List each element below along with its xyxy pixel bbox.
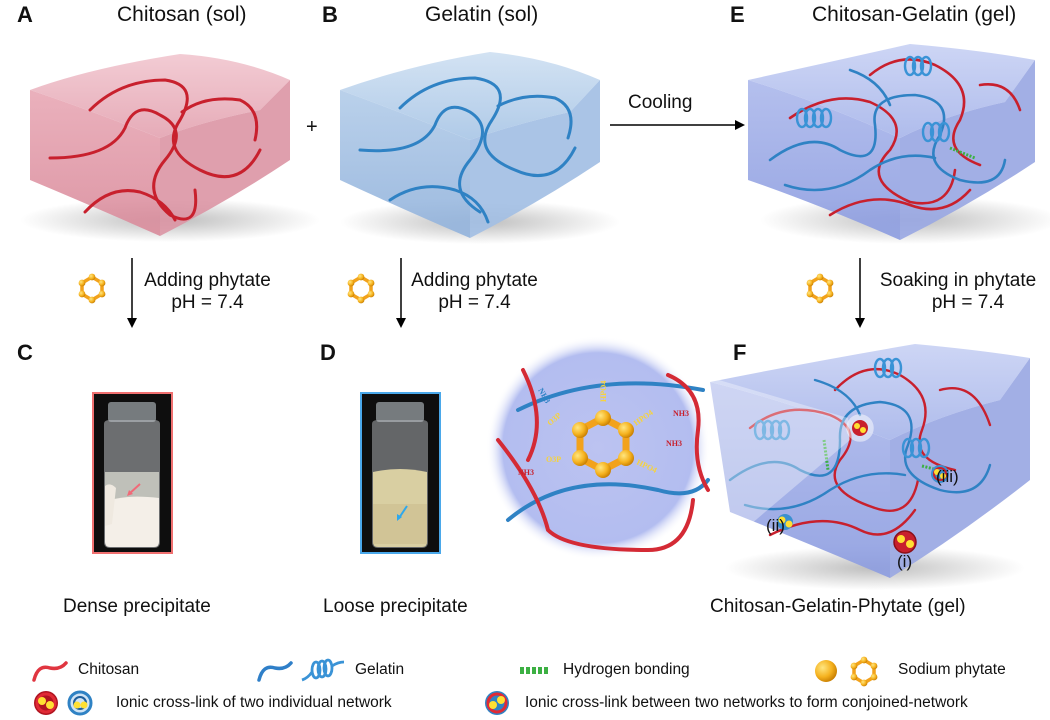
sodium-phytate-legend-icon xyxy=(815,654,880,689)
step-3-text: Soaking in phytate pH = 7.4 xyxy=(868,270,1048,314)
cooling-arrow xyxy=(610,120,745,130)
chitosan-knot-icon xyxy=(34,691,58,715)
site-label-i: (i) xyxy=(897,552,913,571)
amine-label: NH3 xyxy=(666,439,682,448)
panel-label-c: C xyxy=(17,340,33,365)
gelatin-helix-legend-icon xyxy=(301,658,345,682)
gelatin-chains xyxy=(768,68,1007,192)
panel-title-a: Chitosan (sol) xyxy=(117,3,247,26)
crosslink-i xyxy=(893,530,917,554)
step-2-text: Adding phytate pH = 7.4 xyxy=(407,270,542,314)
crosslink-ii xyxy=(777,514,793,530)
chitosan-strand xyxy=(666,373,710,492)
gelatin-strand xyxy=(516,381,705,412)
chitosan-sol-block xyxy=(20,54,320,242)
chitosan-chains xyxy=(48,78,262,222)
gelatin-chains xyxy=(358,76,577,224)
amine-label: NH3 xyxy=(673,409,689,418)
legend-ionic-individual: Ionic cross-link of two individual netwo… xyxy=(116,694,392,711)
step-2-action: Adding phytate xyxy=(411,270,538,291)
cooling-label: Cooling xyxy=(628,92,693,113)
step-2-condition: pH = 7.4 xyxy=(438,292,511,313)
ester-label: O3P xyxy=(546,455,561,464)
panel-label-e: E xyxy=(730,2,745,27)
sodium-ball-icon xyxy=(815,660,837,682)
legend-phytate: Sodium phytate xyxy=(898,661,1006,678)
chitosan-gelatin-phytate-gel-block xyxy=(685,344,1030,590)
phytate-ring-icon xyxy=(848,654,880,689)
chitosan-chains xyxy=(748,367,992,537)
phytate-molecule xyxy=(572,410,634,478)
step-1-text: Adding phytate pH = 7.4 xyxy=(140,270,275,314)
gelatin-helices xyxy=(753,357,931,459)
chitosan-strand xyxy=(496,438,695,553)
legend-gelatin: Gelatin xyxy=(355,661,405,678)
step-3-action: Soaking in phytate xyxy=(879,270,1037,291)
panel-title-b: Gelatin (sol) xyxy=(425,3,539,26)
site-label-ii: (ii) xyxy=(766,516,785,535)
panel-label-a: A xyxy=(17,2,33,27)
hydrogen-bond xyxy=(949,146,976,160)
gelatin-chains xyxy=(728,378,992,511)
gelatin-knot-icon xyxy=(67,690,93,716)
phytate-ring-icon xyxy=(804,271,836,306)
molecular-zoom-circle: HPO4 HPO4 HPO4 O3P O3P NH3 NH3 NH3 NH3 xyxy=(486,336,710,560)
phosphate-label: HPO4 xyxy=(599,381,608,402)
caption-f: Chitosan-Gelatin-Phytate (gel) xyxy=(710,596,966,617)
caption-c: Dense precipitate xyxy=(63,596,211,617)
crosslink-zoom-target xyxy=(846,414,874,442)
down-arrow-e-to-f xyxy=(855,258,865,328)
crosslink-iii xyxy=(931,465,949,483)
phytate-ring-icon xyxy=(76,271,108,306)
chitosan-legend-icon xyxy=(32,661,68,682)
vial-photo-loose xyxy=(360,392,441,554)
down-arrow-b-to-d xyxy=(396,258,406,328)
panel-label-b: B xyxy=(322,2,338,27)
gelatin-helices xyxy=(795,55,951,143)
panel-label-f: F xyxy=(733,340,747,365)
vial-photo-dense xyxy=(92,392,173,554)
gelatin-strand-legend-icon xyxy=(257,661,293,682)
ionic-individual-legend-icon xyxy=(34,690,93,716)
legend-hbond: Hydrogen bonding xyxy=(563,661,690,678)
chitosan-strand xyxy=(521,368,539,462)
precipitate-arrow xyxy=(398,505,408,519)
chitosan-chains xyxy=(788,58,1022,217)
magnifier-cone xyxy=(685,370,850,580)
ionic-conjoined-legend-icon xyxy=(485,691,509,715)
step-3-condition: pH = 7.4 xyxy=(931,292,1005,313)
amine-label: NH3 xyxy=(518,468,534,477)
panel-title-e: Chitosan-Gelatin (gel) xyxy=(812,3,1017,26)
plus-sign: + xyxy=(306,116,318,138)
site-label-iii: (iii) xyxy=(936,467,959,486)
panel-label-d: D xyxy=(320,340,336,365)
step-1-action: Adding phytate xyxy=(144,270,271,291)
down-arrow-a-to-c xyxy=(127,258,137,328)
step-1-condition: pH = 7.4 xyxy=(171,292,244,313)
caption-d: Loose precipitate xyxy=(323,596,468,617)
phytate-ring-icon xyxy=(345,271,377,306)
hydrogen-bond-legend-icon xyxy=(520,667,548,674)
chitosan-gelatin-gel-block xyxy=(748,44,1050,244)
legend-chitosan: Chitosan xyxy=(78,661,140,678)
legend-ionic-conjoined: Ionic cross-link between two networks to… xyxy=(525,694,968,711)
gelatin-sol-block xyxy=(340,52,620,244)
